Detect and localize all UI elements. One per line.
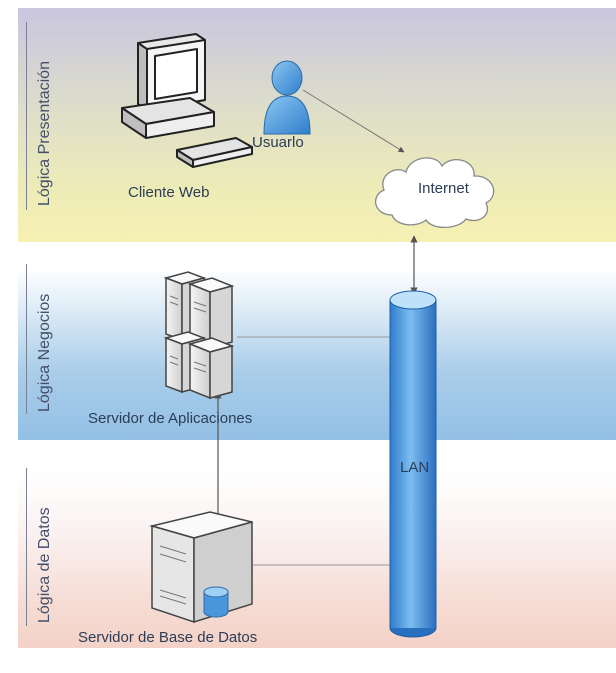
desktop-computer-icon <box>121 33 253 168</box>
lan-label: LAN <box>400 459 430 476</box>
presentation-layer-band <box>18 8 616 242</box>
business-layer-rule <box>26 264 27 414</box>
application-server-label: Servidor de Aplicaciones <box>88 410 253 427</box>
presentation-layer-rule <box>26 22 27 210</box>
database-server-icon <box>149 511 253 624</box>
database-server-label: Servidor de Base de Datos <box>78 629 258 646</box>
database-cylinder-icon <box>203 586 229 618</box>
data-layer-band <box>18 470 616 648</box>
lan-cylinder-icon <box>389 290 437 638</box>
business-layer-band <box>18 268 616 440</box>
data-layer-rule <box>26 468 27 626</box>
internet-cloud-icon <box>374 157 495 229</box>
user-internet-link <box>302 89 405 153</box>
user-icon <box>263 60 311 135</box>
user-label: Usuarlo <box>252 134 304 151</box>
web-client-label: Cliente Web <box>128 184 210 201</box>
internet-label: Internet <box>418 180 469 197</box>
application-server-icon <box>163 271 235 400</box>
